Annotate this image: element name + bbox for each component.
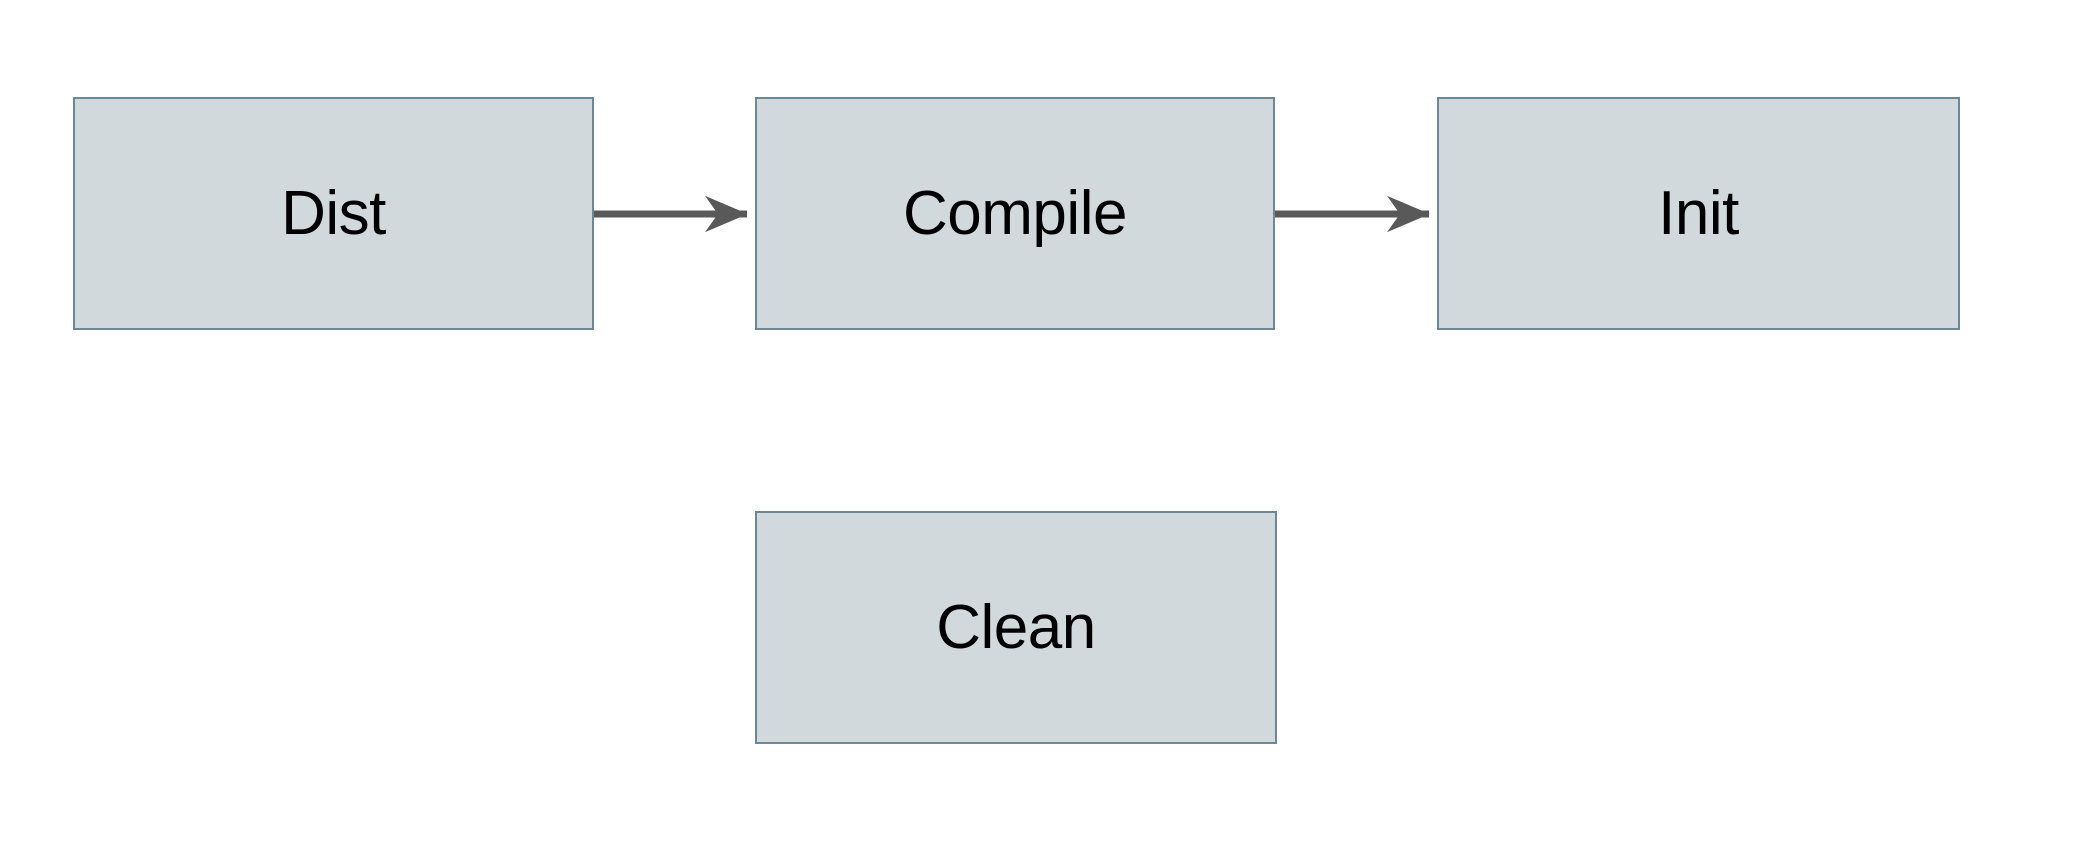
node-label-compile: Compile: [903, 178, 1127, 248]
node-label-clean: Clean: [936, 592, 1096, 662]
node-dist[interactable]: Dist: [73, 97, 594, 330]
node-label-init: Init: [1658, 178, 1739, 248]
node-label-dist: Dist: [281, 178, 386, 248]
node-clean[interactable]: Clean: [755, 511, 1277, 744]
node-init[interactable]: Init: [1437, 97, 1960, 330]
node-compile[interactable]: Compile: [755, 97, 1275, 330]
